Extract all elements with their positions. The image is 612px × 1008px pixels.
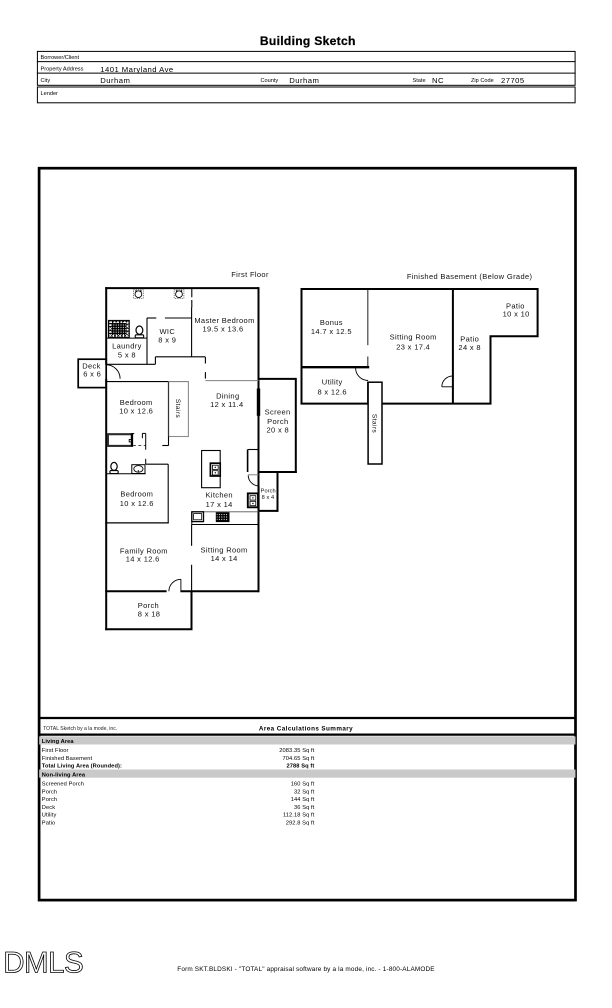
svg-text:DMLS: DMLS (3, 946, 83, 979)
svg-text:Finished Basement: Finished Basement (42, 756, 93, 762)
svg-text:Bedroom: Bedroom (120, 490, 153, 499)
svg-text:Borrower/Client: Borrower/Client (41, 55, 80, 61)
svg-text:Porch: Porch (42, 789, 57, 795)
svg-text:Kitchen: Kitchen (205, 490, 232, 499)
svg-text:Durham: Durham (100, 76, 130, 85)
svg-text:Durham: Durham (289, 76, 319, 85)
svg-text:24 x 8: 24 x 8 (458, 343, 481, 352)
svg-text:Zip Code: Zip Code (471, 78, 494, 84)
svg-text:Area Calculations Summary: Area Calculations Summary (259, 726, 353, 733)
svg-text:Utility: Utility (42, 813, 57, 819)
svg-text:First Floor: First Floor (42, 748, 69, 754)
svg-text:Non-living Area: Non-living Area (42, 772, 86, 778)
svg-text:144 Sq ft: 144 Sq ft (291, 797, 315, 803)
svg-text:Property Address: Property Address (41, 67, 84, 73)
svg-text:8 x 18: 8 x 18 (138, 610, 161, 619)
svg-text:WIC: WIC (159, 327, 175, 336)
svg-text:County: County (261, 78, 279, 84)
svg-text:160 Sq ft: 160 Sq ft (291, 782, 315, 788)
svg-text:City: City (41, 78, 51, 84)
svg-text:Screened Porch: Screened Porch (42, 782, 84, 788)
svg-text:Patio: Patio (42, 821, 55, 827)
svg-text:State: State (413, 78, 426, 84)
svg-text:Patio: Patio (506, 301, 525, 310)
svg-text:Form SKT.BLDSKI - "TOTAL" appr: Form SKT.BLDSKI - "TOTAL" appraisal soft… (177, 966, 434, 973)
svg-text:Stairs: Stairs (371, 414, 378, 434)
svg-text:Porch: Porch (42, 797, 57, 803)
svg-text:14 x 12.6: 14 x 12.6 (126, 555, 160, 564)
svg-text:First Floor: First Floor (231, 270, 269, 279)
svg-text:32 Sq ft: 32 Sq ft (294, 789, 315, 795)
svg-text:Screen: Screen (265, 408, 291, 417)
svg-text:8 x 9: 8 x 9 (158, 336, 176, 345)
svg-text:8 x 12.6: 8 x 12.6 (317, 387, 347, 396)
svg-text:6 x 6: 6 x 6 (83, 369, 101, 378)
svg-text:Dining: Dining (216, 391, 239, 400)
svg-text:17 x 14: 17 x 14 (206, 500, 233, 509)
svg-text:2788 Sq ft: 2788 Sq ft (287, 764, 315, 770)
svg-text:Building Sketch: Building Sketch (260, 34, 356, 48)
svg-text:19.5 x 13.6: 19.5 x 13.6 (203, 325, 244, 334)
svg-text:Bedroom: Bedroom (120, 398, 153, 407)
svg-text:8 x 4: 8 x 4 (262, 495, 275, 501)
svg-text:5 x 8: 5 x 8 (118, 350, 136, 359)
svg-text:Family Room: Family Room (120, 546, 168, 555)
svg-text:Sitting Room: Sitting Room (390, 333, 437, 342)
svg-text:NC: NC (432, 76, 444, 85)
svg-text:Porch: Porch (138, 601, 159, 610)
svg-text:Laundry: Laundry (112, 342, 142, 351)
svg-text:14 x 14: 14 x 14 (211, 554, 238, 563)
svg-text:Utility: Utility (322, 377, 343, 386)
svg-text:Total Living Area (Rounded):: Total Living Area (Rounded): (42, 764, 122, 770)
svg-text:10 x 12.6: 10 x 12.6 (119, 407, 153, 416)
svg-text:10 x 10: 10 x 10 (503, 310, 530, 319)
svg-text:Lender: Lender (41, 91, 59, 97)
svg-text:Deck: Deck (82, 361, 101, 370)
svg-text:Porch: Porch (261, 488, 276, 494)
svg-text:TOTAL Sketch by a la mode, inc: TOTAL Sketch by a la mode, inc. (43, 726, 117, 732)
svg-text:704.65 Sq ft: 704.65 Sq ft (283, 756, 315, 762)
svg-text:27705: 27705 (501, 76, 525, 85)
svg-text:Porch: Porch (267, 417, 288, 426)
svg-text:Finished Basement (Below Grade: Finished Basement (Below Grade) (407, 272, 533, 281)
svg-text:Deck: Deck (42, 805, 55, 811)
svg-text:14.7 x 12.5: 14.7 x 12.5 (311, 327, 352, 336)
svg-text:23 x 17.4: 23 x 17.4 (396, 342, 430, 351)
svg-text:Stairs: Stairs (174, 399, 181, 419)
svg-text:Sitting Room: Sitting Room (201, 545, 248, 554)
svg-text:Bonus: Bonus (320, 318, 343, 327)
svg-text:10 x 12.6: 10 x 12.6 (120, 499, 154, 508)
svg-text:Patio: Patio (460, 335, 479, 344)
svg-text:1401 Maryland Ave: 1401 Maryland Ave (100, 65, 173, 74)
svg-text:20 x 8: 20 x 8 (267, 426, 290, 435)
svg-text:292.8 Sq ft: 292.8 Sq ft (286, 821, 315, 827)
svg-text:12 x 11.4: 12 x 11.4 (210, 400, 243, 409)
svg-text:2083.35 Sq ft: 2083.35 Sq ft (279, 748, 314, 754)
svg-text:Master Bedroom: Master Bedroom (194, 316, 254, 325)
svg-text:112.18 Sq ft: 112.18 Sq ft (283, 813, 315, 819)
svg-text:Living Area: Living Area (42, 739, 75, 745)
svg-text:36 Sq ft: 36 Sq ft (294, 805, 315, 811)
